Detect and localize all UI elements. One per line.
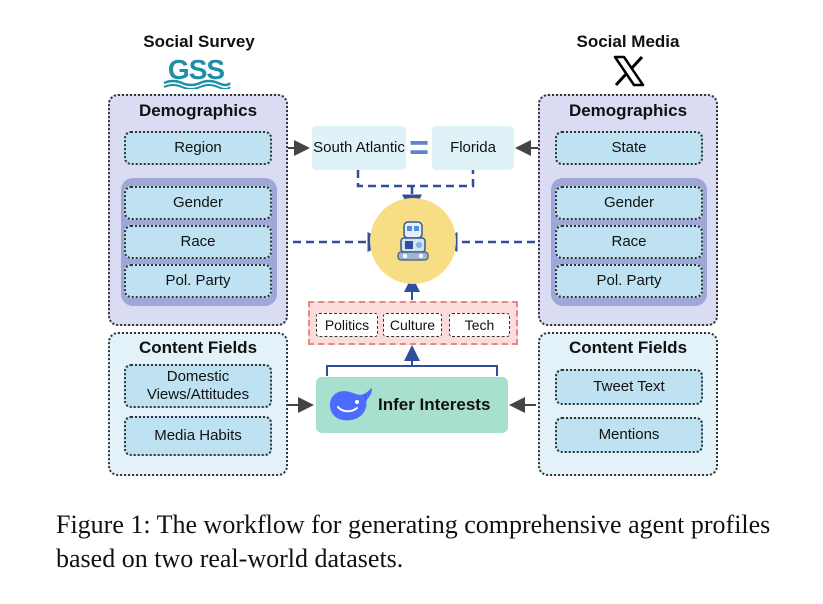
figure-caption: Figure 1: The workflow for generating co… — [56, 510, 771, 573]
media-demographics-title: Demographics — [568, 101, 688, 120]
media-mentions-field: Mentions — [555, 417, 703, 453]
robot-agent-icon — [395, 220, 431, 264]
media-state-field: State — [555, 131, 703, 165]
infer-interests-label: Infer Interests — [378, 395, 491, 414]
media-gender-field: Gender — [555, 186, 703, 220]
topic-tech: Tech — [449, 313, 510, 337]
survey-race-field: Race — [124, 225, 272, 259]
topic-politics: Politics — [316, 313, 378, 337]
infer-to-topics-bracket — [326, 365, 498, 376]
infer-interests-box: Infer Interests — [316, 377, 508, 433]
survey-region-field: Region — [124, 131, 272, 165]
region-value-box: South Atlantic — [312, 126, 406, 170]
survey-content-title: Content Fields — [138, 338, 258, 357]
survey-title: Social Survey — [143, 32, 255, 51]
survey-demographics-title: Demographics — [138, 101, 258, 120]
media-tweet-text-field: Tweet Text — [555, 369, 703, 405]
media-party-field: Pol. Party — [555, 264, 703, 298]
media-title: Social Media — [576, 32, 680, 51]
svg-text:GSS: GSS — [168, 55, 224, 85]
survey-media-habits-field: Media Habits — [124, 416, 272, 456]
media-race-field: Race — [555, 225, 703, 259]
equals-sign: = — [409, 128, 429, 167]
x-logo — [612, 55, 646, 87]
media-content-title: Content Fields — [568, 338, 688, 357]
whale-icon — [324, 385, 376, 425]
topic-culture: Culture — [383, 313, 442, 337]
gss-logo: GSS — [160, 55, 232, 89]
state-value-box: Florida — [432, 126, 514, 170]
survey-domestic-views-field: Domestic Views/Attitudes — [124, 364, 272, 408]
survey-party-field: Pol. Party — [124, 264, 272, 298]
dashed-location-merge — [356, 170, 475, 188]
survey-gender-field: Gender — [124, 186, 272, 220]
